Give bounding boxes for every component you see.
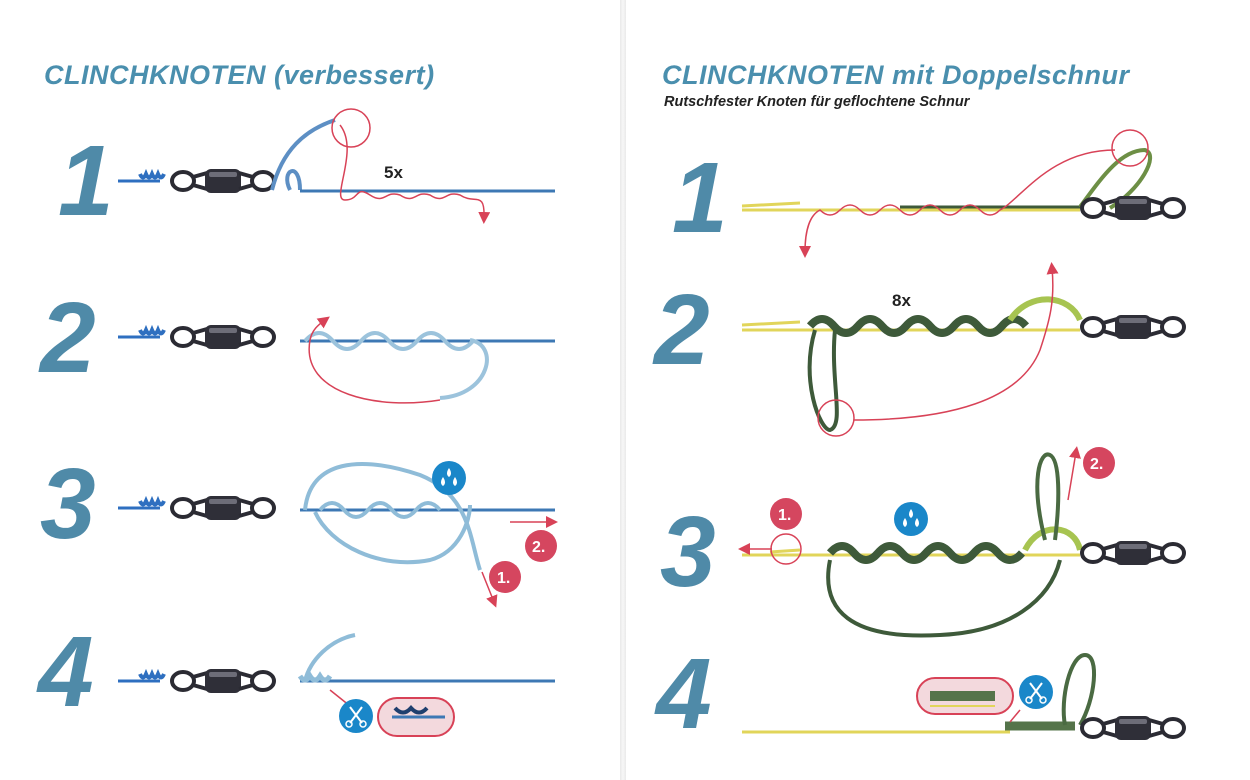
left-marker-1: 1.	[497, 570, 510, 587]
left-step-number-4: 4	[36, 616, 94, 728]
right-step-number-4: 4	[654, 638, 712, 750]
water-drops-icon	[432, 461, 466, 495]
knot-detail-inset	[377, 697, 455, 737]
left-step-number-1: 1	[58, 125, 114, 237]
left-step-4-diagram	[118, 633, 555, 737]
knot-detail-inset	[916, 677, 1014, 715]
left-step-2-diagram	[118, 316, 555, 404]
right-step-3-diagram: 1. 2.	[738, 446, 1186, 638]
right-step-2-diagram: 8x	[741, 262, 1186, 437]
left-title: CLINCHKNOTEN (verbessert)	[44, 60, 435, 90]
left-step-number-2: 2	[38, 282, 96, 394]
water-drops-icon	[894, 502, 928, 536]
left-step-3-diagram: 2. 1.	[118, 461, 558, 608]
right-subtitle: Rutschfester Knoten für geflochtene Schn…	[664, 94, 970, 110]
right-step-1-diagram	[741, 129, 1186, 258]
right-page	[624, 0, 1250, 780]
left-marker-2: 2.	[532, 539, 545, 556]
scissors-icon	[339, 699, 373, 733]
left-step-number-3: 3	[40, 448, 96, 560]
right-marker-2: 2.	[1090, 456, 1103, 473]
badge-2: 2.	[525, 530, 557, 562]
scissors-icon	[1019, 675, 1053, 709]
right-wrap-count: 8x	[892, 291, 911, 310]
badge-1: 1.	[489, 561, 521, 593]
badge-1: 1.	[770, 498, 802, 530]
page-gutter	[620, 0, 626, 780]
swivel-icon	[170, 167, 276, 195]
left-wrap-count: 5x	[384, 163, 403, 182]
right-step-4-diagram	[742, 652, 1186, 742]
right-marker-1: 1.	[778, 507, 791, 524]
right-step-number-3: 3	[660, 496, 716, 608]
right-title: CLINCHKNOTEN mit Doppelschnur	[662, 60, 1130, 90]
badge-2: 2.	[1083, 447, 1115, 479]
right-step-number-1: 1	[672, 142, 728, 254]
right-step-number-2: 2	[652, 274, 710, 386]
left-step-1-diagram: 5x	[118, 108, 555, 224]
